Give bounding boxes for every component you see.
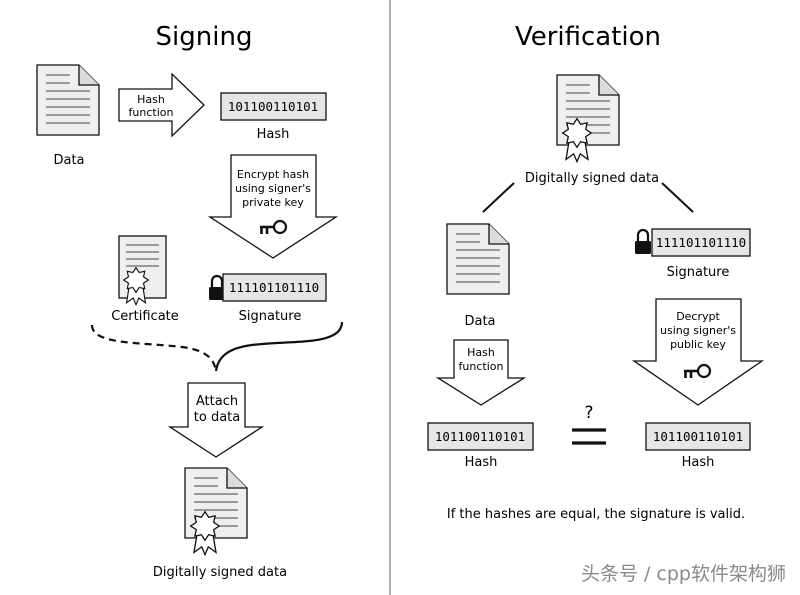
verify-signed-data-label: Digitally signed data	[525, 171, 659, 186]
hash-function-label-1: Hash	[137, 93, 165, 106]
encrypt-label-3: private key	[242, 196, 304, 209]
verify-hash-function-label-2: function	[459, 360, 504, 373]
verify-hash-right-box	[645, 422, 751, 451]
encrypt-label-2: using signer's	[235, 182, 311, 195]
signature-bits: 111101101110	[229, 280, 319, 295]
hash-function-label-2: function	[129, 106, 174, 119]
verify-hash-left-label: Hash	[465, 455, 498, 470]
verify-hash-left-bits: 101100110101	[435, 429, 525, 444]
decrypt-label-3: public key	[670, 338, 726, 351]
signature-box	[222, 273, 327, 302]
signing-title: Signing	[156, 22, 253, 52]
certificate-label: Certificate	[111, 309, 179, 324]
verify-hash-function-label-1: Hash	[467, 346, 495, 359]
attach-arrow: Attach to data	[167, 382, 265, 458]
verify-signature-label: Signature	[667, 265, 730, 280]
signed-document-icon	[184, 467, 248, 556]
encrypt-arrow: Encrypt hash using signer's private key	[207, 154, 339, 259]
attach-label-1: Attach	[196, 394, 238, 409]
hash-bits: 101100110101	[228, 99, 318, 114]
verification-title: Verification	[515, 22, 661, 52]
decrypt-label-2: using signer's	[660, 324, 736, 337]
verify-signature-bits: 111101101110	[656, 235, 746, 250]
equals-sign	[572, 428, 606, 445]
verify-signature-lock-icon	[633, 228, 653, 256]
verify-signature-box	[651, 228, 751, 257]
split-line-right	[661, 182, 694, 213]
signed-data-label: Digitally signed data	[153, 565, 287, 580]
data-document-icon	[36, 64, 100, 136]
encrypt-label-1: Encrypt hash	[237, 168, 309, 181]
conclusion-text: If the hashes are equal, the signature i…	[447, 507, 745, 522]
hash-function-arrow: Hash function	[118, 72, 205, 138]
verify-hash-right-bits: 101100110101	[653, 429, 743, 444]
hash-label: Hash	[257, 127, 290, 142]
verify-data-label: Data	[464, 314, 495, 329]
hash-box	[220, 92, 327, 121]
data-label: Data	[53, 153, 84, 168]
verify-data-document-icon	[446, 223, 510, 295]
watermark-text: 头条号 / cpp软件架构狮	[581, 563, 786, 585]
decrypt-label-1: Decrypt	[676, 310, 720, 323]
split-line-left	[482, 182, 515, 213]
decrypt-arrow: Decrypt using signer's public key	[631, 298, 765, 406]
attach-label-2: to data	[194, 410, 240, 425]
question-mark: ?	[584, 403, 593, 423]
combine-brace	[90, 321, 344, 372]
verify-hash-right-label: Hash	[682, 455, 715, 470]
verify-signed-document-icon	[556, 74, 620, 163]
verify-hash-function-arrow: Hash function	[435, 339, 527, 406]
signature-label: Signature	[239, 309, 302, 324]
verify-hash-left-box	[427, 422, 534, 451]
certificate-icon	[118, 235, 167, 306]
